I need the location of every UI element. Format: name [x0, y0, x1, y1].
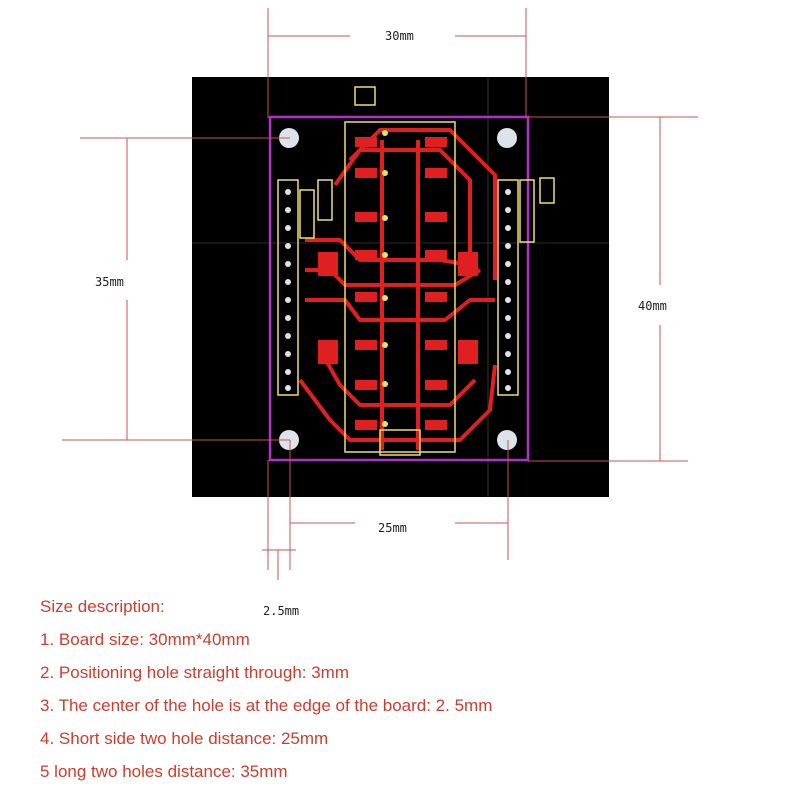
mounting-hole-top-right	[497, 128, 517, 148]
grid-lines	[192, 77, 609, 497]
dim-label-top: 30mm	[385, 29, 414, 43]
dim-label-edge: 2.5mm	[263, 604, 300, 618]
note-item: 3. The center of the hole is at the edge…	[40, 696, 493, 715]
silk-pads	[382, 130, 388, 427]
left-header-pins	[285, 189, 291, 391]
notes-title: Size description:	[40, 597, 165, 616]
dim-label-right: 40mm	[638, 299, 667, 313]
note-item: 2. Positioning hole straight through: 3m…	[40, 663, 350, 682]
dimension-lines	[62, 8, 698, 570]
dim-label-bottom: 25mm	[378, 521, 407, 535]
dim-label-left: 35mm	[95, 275, 124, 289]
board-outline	[268, 115, 530, 462]
pcb-dimension-diagram: 30mm 35mm 40mm 25mm	[62, 8, 698, 580]
right-header-pins	[505, 189, 511, 391]
note-item: 4. Short side two hole distance: 25mm	[40, 729, 329, 748]
copper-pads	[318, 137, 478, 430]
note-item: 5 long two holes distance: 35mm	[40, 762, 288, 781]
size-description: Size description: 1. Board size: 30mm*40…	[40, 590, 760, 788]
silkscreen	[277, 86, 555, 456]
mounting-hole-bottom-right	[497, 430, 517, 450]
note-item: 1. Board size: 30mm*40mm	[40, 630, 250, 649]
